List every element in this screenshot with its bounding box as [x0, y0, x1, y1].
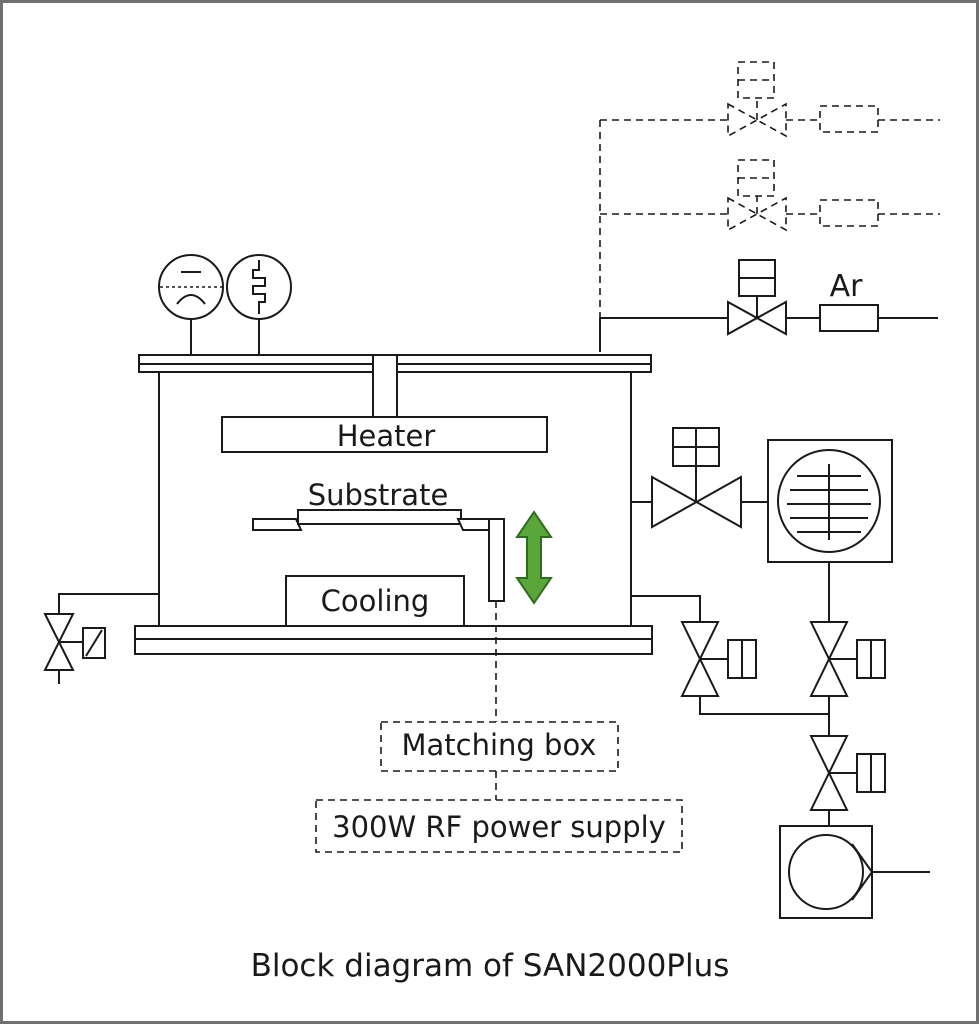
- foreline-valve: [809, 621, 886, 697]
- roughing-valve: [680, 621, 757, 697]
- valve-icon: [727, 61, 787, 138]
- mass-flow-controller: [819, 304, 879, 332]
- up-down-arrow-icon: [515, 510, 553, 605]
- rf-power-supply-label: 300W RF power supply: [332, 810, 666, 844]
- gas-line-ar: Ar: [599, 259, 938, 352]
- cooling-block: [285, 575, 465, 627]
- valve-icon: [727, 159, 787, 232]
- heater-block: [221, 416, 548, 453]
- main-valve: [631, 427, 768, 529]
- vacuum-gauge-icon: [226, 254, 292, 355]
- lift-rod: [488, 518, 505, 602]
- substrate-holder: [252, 509, 505, 602]
- roughing-line: [631, 562, 830, 826]
- vent-valve: [43, 593, 159, 684]
- backing-valve: [809, 735, 886, 811]
- pressure-gauge-icon: [158, 254, 224, 355]
- heater-label: Heater: [337, 419, 436, 453]
- cooling-label: Cooling: [321, 584, 430, 618]
- heater-support: [372, 354, 398, 418]
- rotary-pump-icon: [779, 825, 930, 919]
- matching-box-label: Matching box: [402, 728, 597, 762]
- rf-power-supply: [315, 799, 683, 853]
- diagram-caption: Block diagram of SAN2000Plus: [251, 948, 730, 984]
- gas-line-optional-1: [600, 61, 940, 138]
- valve-icon: [727, 259, 787, 336]
- gas-line-optional-2: [600, 159, 940, 232]
- substrate-label: Substrate: [308, 478, 449, 512]
- matching-box: [380, 721, 619, 772]
- gas-label: Ar: [830, 269, 864, 304]
- turbo-pump-icon: [767, 439, 893, 563]
